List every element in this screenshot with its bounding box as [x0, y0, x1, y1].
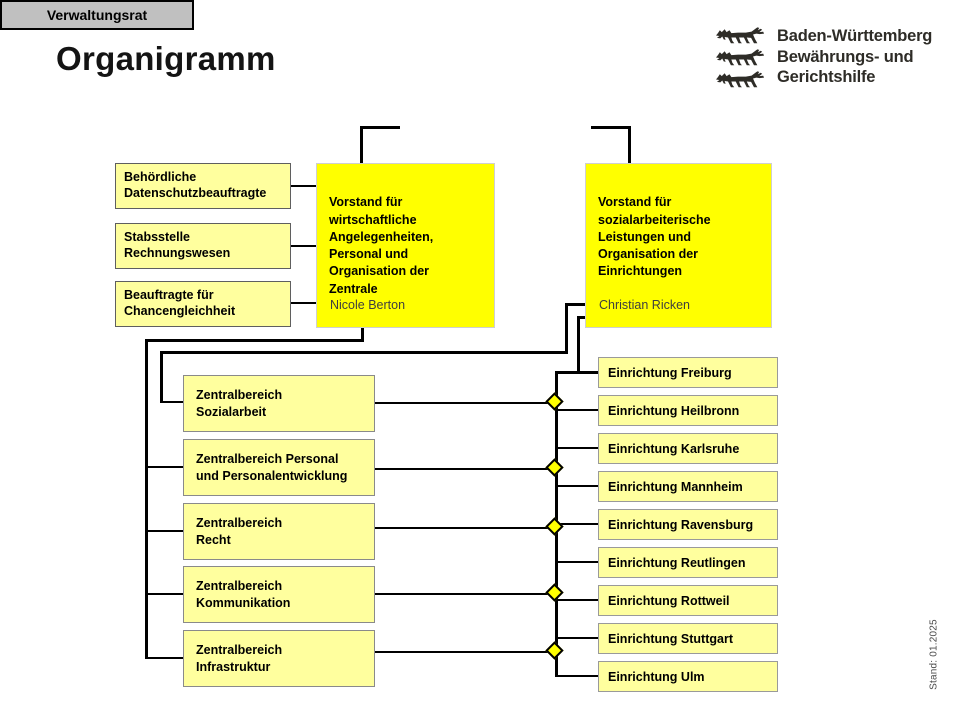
vorstand-sozialarbeit-title: Vorstand für sozialarbeiterische Leistun…	[598, 195, 711, 279]
org-name-line1: Baden-Württemberg	[777, 27, 933, 45]
connector-einr-ulm	[557, 675, 598, 677]
connector-matrix-kommunikation	[375, 593, 555, 595]
connector-matrix-personal	[375, 468, 555, 470]
connector-einr-rottweil	[557, 599, 598, 601]
vorstand-wirtschaft-title: Vorstand für wirtschaftliche Angelegenhe…	[329, 195, 434, 296]
connector-root-right-h	[591, 126, 631, 129]
vorstand-wirtschaft-name: Nicole Berton	[330, 297, 406, 312]
box-einrichtung-stuttgart: Einrichtung Stuttgart	[598, 623, 778, 654]
org-name: Baden-Württemberg Bewährungs- und Gerich…	[777, 26, 932, 88]
connector-left-jog	[145, 339, 364, 342]
box-zb-sozialarbeit: Zentralbereich Sozialarbeit	[183, 375, 375, 432]
bw-lion-icon	[716, 49, 765, 66]
box-vorstand-wirtschaft: Vorstand für wirtschaftliche Angelegenhe…	[316, 163, 495, 328]
connector-staff3	[291, 302, 316, 304]
connector-einr-reutlingen	[557, 561, 598, 563]
connector-vr-sozial-v	[565, 303, 568, 354]
box-beauftragte-chancengleichheit: Beauftragte für Chancengleichheit	[115, 281, 291, 327]
junction-diamond	[545, 641, 564, 660]
connector-root-left-v	[360, 126, 363, 163]
box-zb-kommunikation: Zentralbereich Kommunikation	[183, 566, 375, 623]
box-einrichtung-ravensburg: Einrichtung Ravensburg	[598, 509, 778, 540]
stand-date-note: Stand: 01.2025	[928, 619, 940, 690]
connector-left-trunk	[145, 339, 148, 659]
junction-diamond	[545, 458, 564, 477]
box-stabsstelle-rechnungswesen: Stabsstelle Rechnungswesen	[115, 223, 291, 269]
box-zb-personal: Zentralbereich Personal und Personalentw…	[183, 439, 375, 496]
bw-coat-of-arms	[716, 26, 766, 90]
box-verwaltungsrat: Verwaltungsrat	[0, 0, 194, 30]
junction-diamond	[545, 392, 564, 411]
connector-einr-ravensburg	[557, 523, 598, 525]
connector-matrix-recht	[375, 527, 555, 529]
connector-einr-mannheim	[557, 485, 598, 487]
box-datenschutzbeauftragte: Behördliche Datenschutzbeauftragte	[115, 163, 291, 209]
page-title: Organigramm	[56, 40, 276, 77]
connector-matrix-infrastruktur	[375, 651, 555, 653]
org-name-line2: Bewährungs- und	[777, 47, 914, 66]
connector-zb-infrastruktur	[147, 657, 183, 659]
box-einrichtung-rottweil: Einrichtung Rottweil	[598, 585, 778, 616]
connector-zb-recht	[147, 530, 183, 532]
vorstand-sozialarbeit-name: Christian Ricken	[599, 297, 691, 312]
box-zb-recht: Zentralbereich Recht	[183, 503, 375, 560]
connector-einr-stuttgart	[557, 637, 598, 639]
connector-zb-personal	[147, 466, 183, 468]
box-vorstand-sozialarbeit: Vorstand für sozialarbeiterische Leistun…	[585, 163, 772, 328]
box-einrichtung-reutlingen: Einrichtung Reutlingen	[598, 547, 778, 578]
box-einrichtung-ulm: Einrichtung Ulm	[598, 661, 778, 692]
box-einrichtung-mannheim: Einrichtung Mannheim	[598, 471, 778, 502]
connector-einr-karlsruhe	[557, 447, 598, 449]
connector-vorstand-left-down	[361, 328, 364, 341]
connector-root-right-v	[628, 126, 631, 163]
connector-einr-heilbronn	[557, 409, 598, 411]
bw-lion-icon	[716, 27, 765, 44]
org-logo: Baden-Württemberg Bewährungs- und Gerich…	[716, 26, 932, 90]
box-einrichtung-heilbronn: Einrichtung Heilbronn	[598, 395, 778, 426]
bw-lion-icon	[716, 71, 765, 88]
box-einrichtung-freiburg: Einrichtung Freiburg	[598, 357, 778, 388]
connector-matrix-sozialarbeit	[375, 402, 555, 404]
connector-vr-einr-v	[577, 316, 580, 374]
connector-sozial-left-v	[160, 351, 163, 403]
box-einrichtung-karlsruhe: Einrichtung Karlsruhe	[598, 433, 778, 464]
connector-vr-sozial-stub	[565, 303, 585, 306]
box-zb-infrastruktur: Zentralbereich Infrastruktur	[183, 630, 375, 687]
connector-staff2	[291, 245, 316, 247]
org-name-line3: Gerichtshilfe	[777, 68, 876, 86]
connector-root-left-h	[360, 126, 400, 129]
connector-staff1	[291, 185, 316, 187]
junction-diamond	[545, 517, 564, 536]
connector-zb-kommunikation	[147, 593, 183, 595]
connector-einr-top	[555, 371, 598, 374]
connector-vr-einr-stub	[577, 316, 585, 319]
connector-sozial-long-h	[160, 351, 568, 354]
connector-sozial-stub	[160, 401, 183, 403]
